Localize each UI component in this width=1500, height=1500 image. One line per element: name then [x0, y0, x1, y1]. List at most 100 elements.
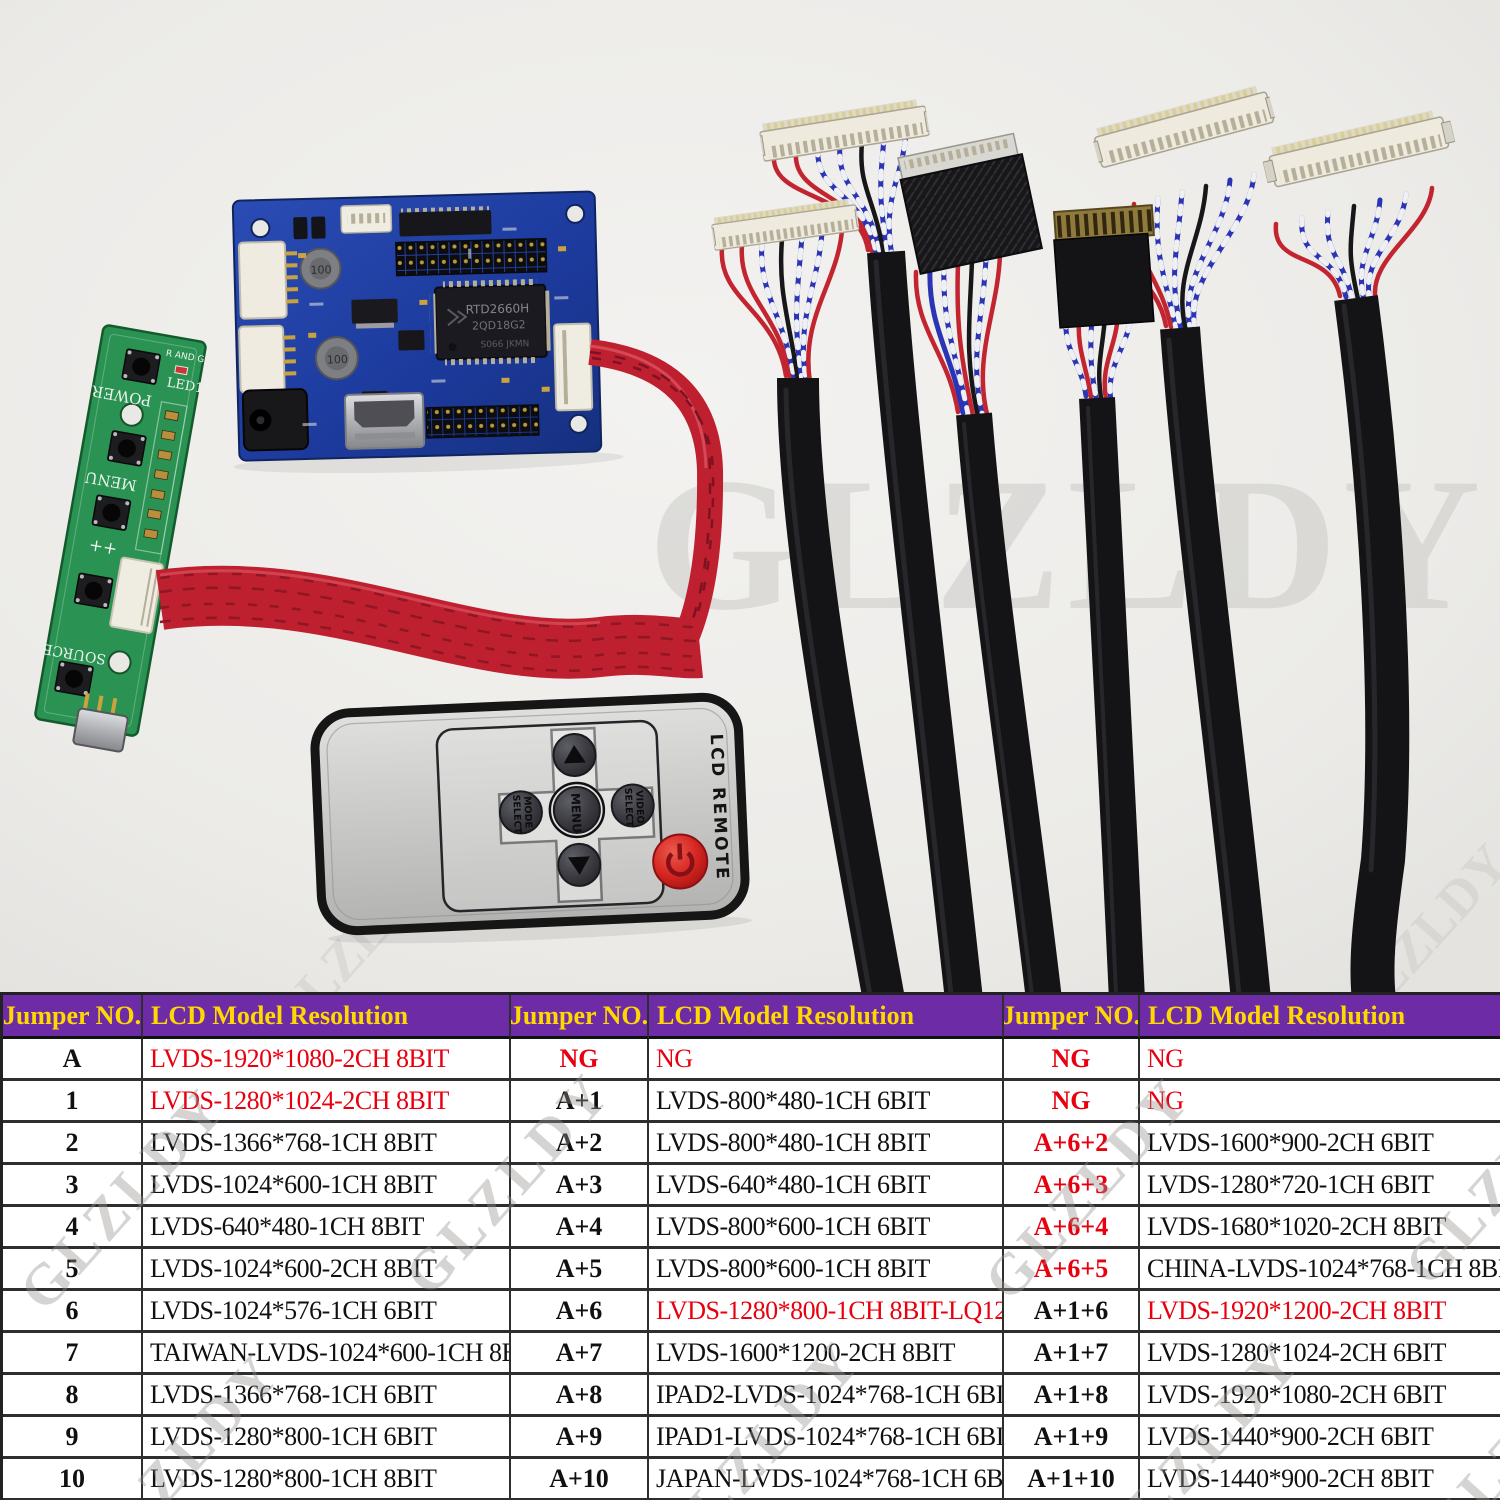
- jumper-no-cell: 3: [3, 1165, 143, 1207]
- jumper-no-cell: A+1+8: [1004, 1375, 1140, 1417]
- cable-sleeve-2: [867, 250, 983, 992]
- jumper-no-cell: NG: [1004, 1039, 1140, 1081]
- jumper-no-cell: A+9: [511, 1417, 649, 1459]
- lcd-model-cell: TAIWAN-LVDS-1024*600-1CH 8BIT: [143, 1333, 511, 1375]
- lcd-model-cell: LVDS-1280*800-1CH 6BIT: [143, 1417, 511, 1459]
- lcd-model-cell: LVDS-800*600-1CH 6BIT: [649, 1207, 1004, 1249]
- lcd-model-cell: LVDS-800*600-1CH 8BIT: [649, 1249, 1004, 1291]
- lcd-model-cell: IPAD2-LVDS-1024*768-1CH 6BIT: [649, 1375, 1004, 1417]
- header-lcd-model-resolution: LCD Model Resolution: [1140, 995, 1500, 1039]
- jumper-no-cell: A+6: [511, 1291, 649, 1333]
- svg-text:100: 100: [310, 263, 331, 277]
- jumper-no-cell: A+1+7: [1004, 1333, 1140, 1375]
- jumper-no-cell: A+6+4: [1004, 1207, 1140, 1249]
- jumper-no-cell: A+10: [511, 1459, 649, 1500]
- lcd-model-cell: LVDS-1280*1024-2CH 6BIT: [1140, 1333, 1500, 1375]
- header-jumper-no: Jumper NO.: [3, 995, 143, 1039]
- lcd-model-cell: LVDS-1280*800-1CH 8BIT: [143, 1459, 511, 1500]
- controller-board: RTD2660H 2QD18G2 S066 JKMN 100 100: [231, 190, 624, 474]
- jumper-no-cell: 10: [3, 1459, 143, 1500]
- wire-bundle-6: [1273, 185, 1435, 305]
- remote-power-button: [652, 833, 709, 890]
- jumper-no-cell: A+8: [511, 1375, 649, 1417]
- lvds-connector-black: [897, 132, 1044, 276]
- board-pin-header-bottom: [425, 404, 540, 439]
- jumper-no-cell: 7: [3, 1333, 143, 1375]
- jumper-no-cell: 4: [3, 1207, 143, 1249]
- red-ribbon-keypad: [155, 565, 703, 679]
- lcd-model-cell: LVDS-1024*600-2CH 8BIT: [143, 1249, 511, 1291]
- keypad-buttons: [54, 348, 162, 697]
- remote-mode-select-button: MODE SELECT: [498, 790, 543, 835]
- lcd-model-cell: LVDS-800*480-1CH 6BIT: [649, 1081, 1004, 1123]
- cable-sleeve-1: [777, 377, 904, 992]
- remote-up-button: [552, 733, 597, 778]
- header-jumper-no: Jumper NO.: [511, 995, 649, 1039]
- svg-text:VIDEO SELECT: VIDEO SELECT: [622, 787, 646, 828]
- jumper-no-cell: A+6+2: [1004, 1123, 1140, 1165]
- lcd-model-cell: JAPAN-LVDS-1024*768-1CH 6BIT: [649, 1459, 1004, 1500]
- lcd-model-cell: LVDS-1280*720-1CH 6BIT: [1140, 1165, 1500, 1207]
- keypad-label-plus: ++: [87, 534, 119, 559]
- lcd-model-cell: NG: [649, 1039, 1004, 1081]
- lcd-model-cell: LVDS-1680*1020-2CH 8BIT: [1140, 1207, 1500, 1249]
- led-indicator: [174, 365, 189, 376]
- lcd-model-cell: LVDS-1920*1200-2CH 8BIT: [1140, 1291, 1500, 1333]
- lcd-model-cell: LVDS-1920*1080-2CH 8BIT: [143, 1039, 511, 1081]
- lvds-cable-bundle: [719, 131, 1435, 992]
- lcd-model-cell: LVDS-1920*1080-2CH 6BIT: [1140, 1375, 1500, 1417]
- lcd-model-cell: LVDS-1024*576-1CH 6BIT: [143, 1291, 511, 1333]
- lcd-model-cell: IPAD1-LVDS-1024*768-1CH 6BIT: [649, 1417, 1004, 1459]
- inductor-1: 100: [299, 247, 342, 290]
- jumper-no-cell: 9: [3, 1417, 143, 1459]
- keypad-bottom-connector: [72, 707, 129, 753]
- cable-sleeve-6: [1334, 295, 1410, 992]
- wire-bundle-2: [719, 227, 845, 385]
- remote-control: MENU MODE SELECT VIDEO SELECT LCD REMOTE: [310, 692, 752, 944]
- lcd-model-cell: CHINA-LVDS-1024*768-1CH 8BIT: [1140, 1249, 1500, 1291]
- dc-jack: [241, 388, 310, 452]
- svg-text:100: 100: [327, 353, 348, 367]
- jumper-no-cell: NG: [511, 1039, 649, 1081]
- lcd-model-cell: LVDS-1440*900-2CH 6BIT: [1140, 1417, 1500, 1459]
- jumper-no-cell: A+2: [511, 1123, 649, 1165]
- wire-bundle-1: [771, 131, 909, 259]
- jumper-no-cell: A: [3, 1039, 143, 1081]
- jumper-no-cell: 8: [3, 1375, 143, 1417]
- lcd-model-cell: LVDS-640*480-1CH 6BIT: [649, 1165, 1004, 1207]
- lcd-model-cell: LVDS-800*480-1CH 8BIT: [649, 1123, 1004, 1165]
- jumper-no-cell: A+3: [511, 1165, 649, 1207]
- product-photo: GLZLDY GLZLDY GLZLDY: [0, 0, 1500, 992]
- jumper-no-cell: 1: [3, 1081, 143, 1123]
- red-ribbon-board: [588, 339, 724, 644]
- header-lcd-model-resolution: LCD Model Resolution: [143, 995, 511, 1039]
- chip-label-3: S066 JKMN: [480, 339, 529, 350]
- jumper-no-cell: A+6+5: [1004, 1249, 1140, 1291]
- cable-sleeve-5: [1160, 326, 1271, 992]
- lcd-model-cell: LVDS-1366*768-1CH 8BIT: [143, 1123, 511, 1165]
- lcd-model-cell: LVDS-1600*1200-2CH 8BIT: [649, 1333, 1004, 1375]
- lcd-model-cell: LVDS-1280*1024-2CH 8BIT: [143, 1081, 511, 1123]
- remote-menu-button: MENU: [548, 781, 606, 839]
- jumper-no-cell: 6: [3, 1291, 143, 1333]
- jumper-no-cell: A+1+10: [1004, 1459, 1140, 1500]
- lcd-model-cell: LVDS-1280*800-1CH 8BIT-LQ123: [649, 1291, 1004, 1333]
- keypad-board: R AND G LED1: [34, 324, 207, 753]
- jumper-no-cell: NG: [1004, 1081, 1140, 1123]
- cable-sleeve-highlights: [783, 259, 1378, 992]
- remote-video-select-button: VIDEO SELECT: [610, 783, 655, 828]
- jumper-no-cell: A+1: [511, 1081, 649, 1123]
- cable-sleeve-4: [1079, 397, 1145, 992]
- hdmi-port: [343, 392, 426, 450]
- header-lcd-model-resolution: LCD Model Resolution: [649, 995, 1004, 1039]
- jst-connector-2: [238, 324, 286, 394]
- lcd-model-cell: LVDS-1440*900-2CH 8BIT: [1140, 1459, 1500, 1500]
- lcd-model-cell: NG: [1140, 1039, 1500, 1081]
- jumper-no-cell: A+7: [511, 1333, 649, 1375]
- down-arrow-icon: [567, 856, 590, 875]
- jumper-no-cell: A+5: [511, 1249, 649, 1291]
- remote-down-button: [557, 842, 602, 887]
- jumper-no-cell: A+1+9: [1004, 1417, 1140, 1459]
